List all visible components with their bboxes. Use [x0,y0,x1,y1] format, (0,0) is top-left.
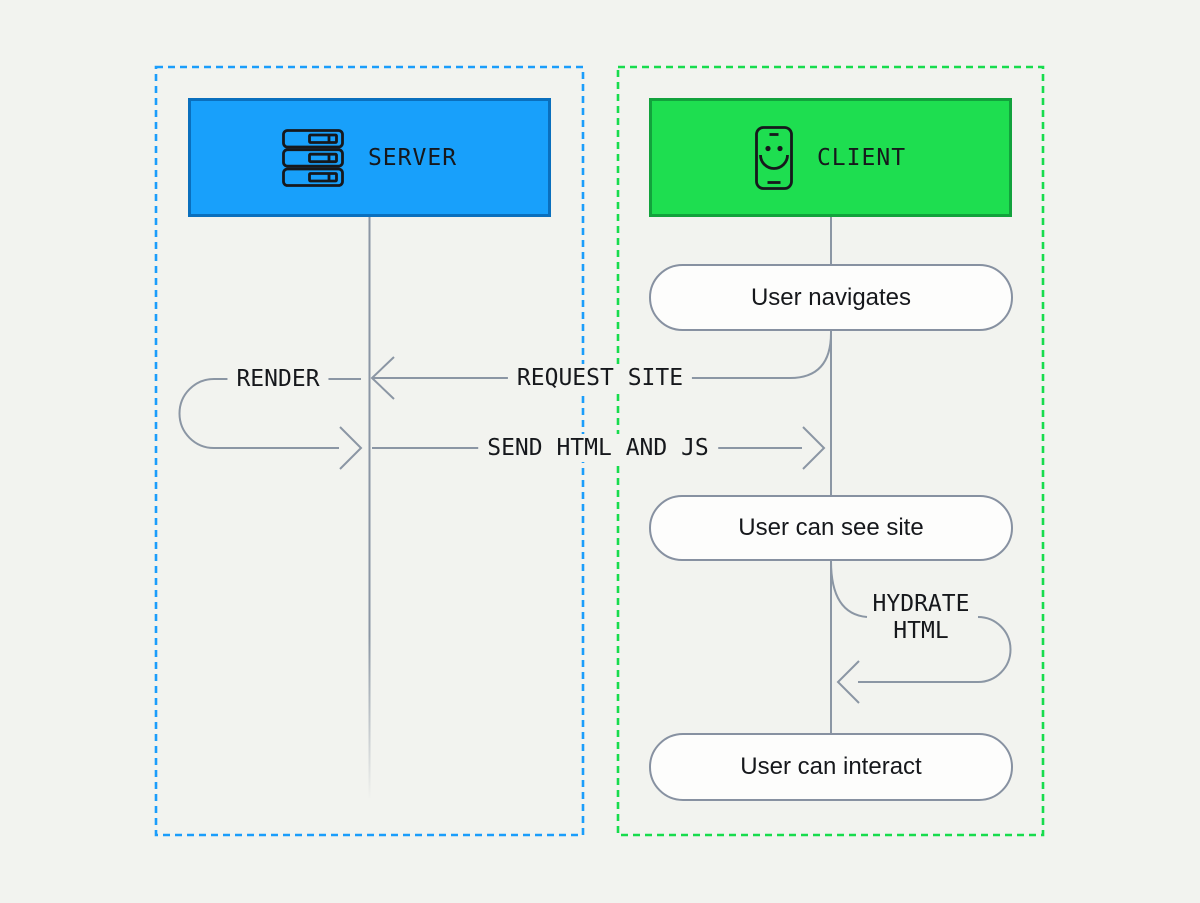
state-user-can-see-site: User can see site [649,495,1013,561]
client-lane-dashed-border [616,65,1045,837]
hydrate-html-message-label: HYDRATE HTML [873,591,970,645]
send-html-js-message-label: SEND HTML AND JS [478,434,718,462]
render-message-label: RENDER [227,365,329,393]
state-user-can-interact: User can interact [649,733,1013,801]
smartphone-smiley-icon [755,125,793,190]
request-site-arrow [370,332,832,400]
server-label: SERVER [367,144,458,171]
state-label: User can see site [738,514,924,541]
hydrate-line-2: HTML [893,618,949,644]
state-label: User navigates [750,283,912,311]
state-label: User can interact [740,753,922,780]
client-header: CLIENT [649,98,1012,217]
client-label: CLIENT [816,144,907,171]
server-rack-icon [282,128,344,187]
server-header: SERVER [188,98,551,217]
request-site-message-label: REQUEST SITE [507,364,693,392]
hydrate-line-1: HYDRATE [872,591,970,617]
hydrate-loop-arrow [830,560,1012,704]
state-user-navigates: User navigates [649,264,1013,331]
